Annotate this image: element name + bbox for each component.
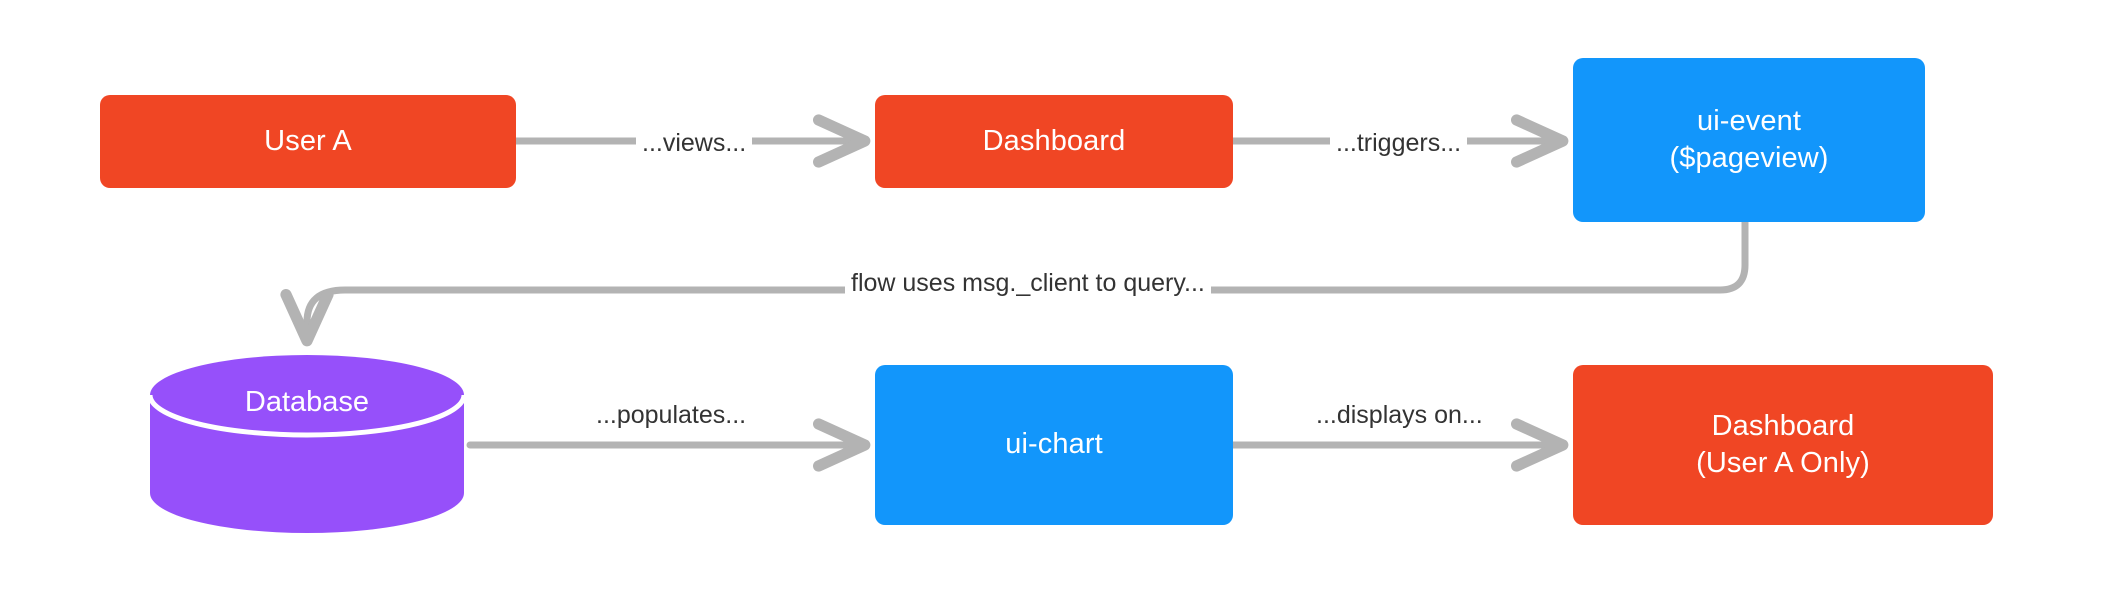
node-user-a-label: User A: [264, 124, 352, 157]
node-dashboard-user-a-only-label-line-1: Dashboard: [1711, 409, 1855, 442]
edge-label-views: ...views...: [636, 128, 753, 158]
edge-label-triggers: ...triggers...: [1330, 128, 1468, 158]
node-database-label: Database: [244, 386, 370, 418]
node-dashboard-label: Dashboard: [982, 124, 1126, 157]
node-dashboard-user-a-only-label-line-2: (User A Only): [1696, 447, 1870, 479]
node-dashboard-user-a-only[interactable]: Dashboard (User A Only): [1573, 365, 1993, 525]
node-ui-event-label-line-1: ui-event: [1697, 104, 1801, 137]
node-user-a[interactable]: User A: [100, 95, 516, 188]
node-ui-chart[interactable]: ui-chart: [875, 365, 1233, 525]
node-dashboard[interactable]: Dashboard: [875, 95, 1233, 188]
node-ui-chart-label: ui-chart: [1005, 428, 1103, 461]
node-database[interactable]: Database: [148, 355, 466, 533]
node-ui-event-label-line-2: ($pageview): [1669, 142, 1829, 174]
node-ui-event[interactable]: ui-event ($pageview): [1573, 58, 1925, 222]
edge-label-displays-on: ...displays on...: [1310, 400, 1489, 430]
edge-label-populates: ...populates...: [590, 400, 753, 430]
database-cylinder-icon: [148, 355, 466, 533]
edge-label-query: flow uses msg._client to query...: [845, 268, 1211, 298]
